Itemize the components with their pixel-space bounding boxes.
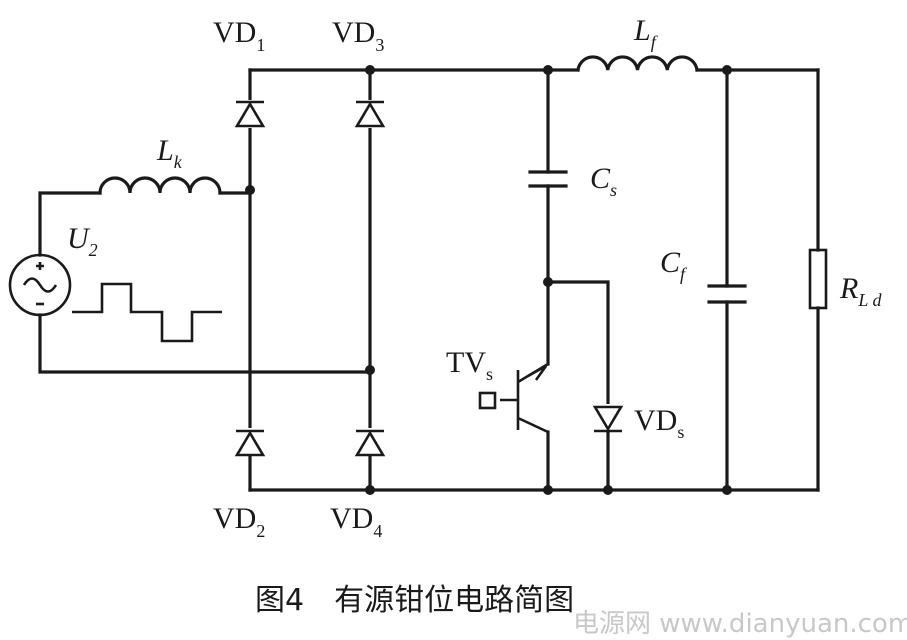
junction-dot	[245, 185, 255, 195]
inductor-lf	[576, 55, 699, 72]
inductor-lk	[98, 176, 222, 195]
label-cs: Cs	[590, 162, 617, 200]
junction-dot	[722, 485, 732, 495]
cs-bottom-wire	[546, 184, 610, 492]
junction-dot	[543, 485, 553, 495]
junction-dot	[722, 65, 732, 75]
label-tvs: TVs	[446, 346, 493, 384]
resistor-rld	[808, 248, 828, 310]
label-vds: VDs	[634, 404, 684, 442]
label-rld: RL d	[839, 272, 883, 310]
wires	[38, 68, 820, 492]
transistor-tvs	[478, 362, 549, 434]
junctions	[245, 65, 732, 495]
label-lf: Lf	[633, 14, 659, 52]
ac-source-u2	[8, 253, 72, 317]
watermark: 电源网 www.dianyuan.com	[573, 609, 907, 639]
junction-dot	[365, 365, 375, 375]
junction-dot	[603, 485, 613, 495]
source-top-wire	[38, 191, 102, 257]
diode-vds	[592, 404, 624, 433]
label-vd3: VD3	[332, 16, 384, 55]
label-vd1: VD1	[213, 16, 265, 55]
diode-vd1	[234, 100, 266, 128]
capacitor-cs	[528, 170, 568, 188]
diode-vd2	[234, 428, 266, 457]
junction-dot	[365, 485, 375, 495]
junction-dot	[365, 65, 375, 75]
source-bottom-wire	[38, 313, 372, 374]
label-vd2: VD2	[213, 502, 265, 541]
junction-dot	[543, 277, 553, 287]
diode-vd4	[354, 428, 386, 457]
junction-dot	[543, 65, 553, 75]
capacitor-cf	[707, 284, 747, 304]
label-vd4: VD4	[330, 502, 382, 541]
figure-caption: 图4 有源钳位电路简图	[255, 583, 574, 618]
label-u2: U2	[67, 222, 98, 260]
label-lk: Lk	[156, 134, 183, 172]
label-cf: Cf	[660, 246, 688, 284]
diode-vd3	[354, 100, 386, 128]
square-wave-icon	[72, 282, 222, 343]
